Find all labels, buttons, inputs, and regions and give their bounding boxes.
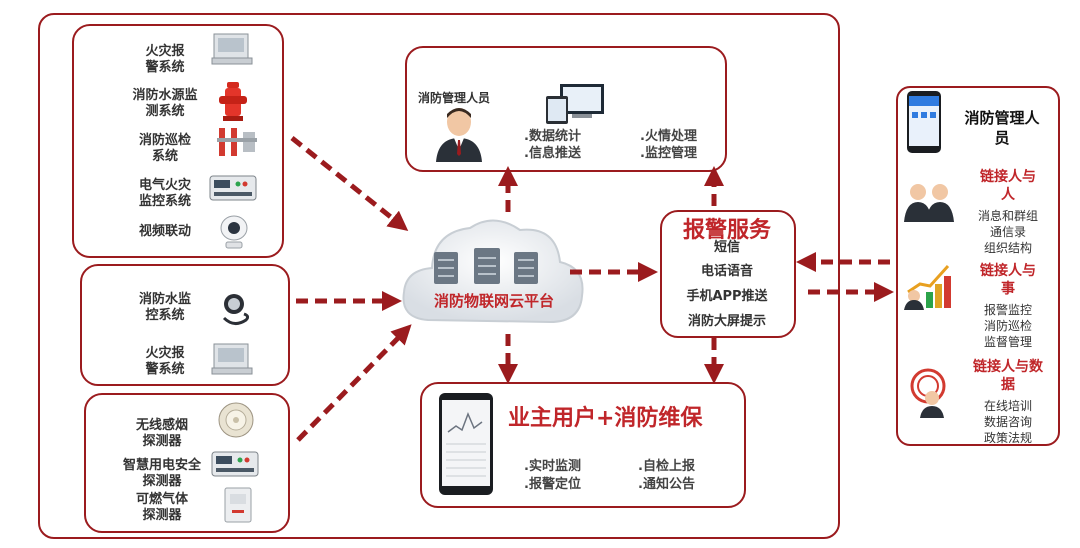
water-monitor-label: 消防水监 控系统 [138,292,191,323]
cloud-platform-label: 消防物联网云平台 [433,292,554,310]
fire-alarm-system-label: 火灾报 警系统 [145,44,185,75]
alarm-voice: 电话语音 [700,264,753,279]
gauge-icon [222,294,250,325]
alarm-service-panel [660,210,796,338]
controller-icon [209,175,257,201]
devices-icon [546,84,604,124]
phone-app-icon [439,393,493,495]
arrow-left-top-to-cloud [290,136,409,231]
smart-electric-label: 智慧用电安全 探测器 [122,458,201,489]
feature-monitor-mgmt: .监控管理 [640,146,697,161]
manager-avatar-icon [436,108,482,162]
link-events-line-2: 消防巡检 [983,319,1032,333]
alarm-sms: 短信 [713,240,740,255]
smoke-detector-label: 无线感烟 探测器 [135,418,188,449]
link-people-line-2: 通信录 [989,225,1026,239]
alarm-service-title: 报警服务 [682,218,771,243]
owner-locate: .报警定位 [524,477,581,492]
link-people-heading: 链接人与 人 [980,169,1036,203]
link-people-line-3: 组织结构 [983,241,1032,255]
gas-detector-icon [224,487,252,523]
management-title: 消防管理人员 [418,91,491,105]
alarm-app-push: 手机APP推送 [686,289,768,304]
fire-alarm-system-label-2: 火灾报 警系统 [145,346,185,377]
phone-icon [907,91,941,153]
hydrant-icon [219,82,247,121]
fire-patrol-label: 消防巡检 系统 [138,133,191,164]
data-person-icon [910,368,946,418]
monitor-icon-2 [211,343,253,375]
gas-detector-label: 可燃气体 探测器 [135,492,188,523]
right-title: 消防管理人 员 [964,109,1040,147]
smoke-detector-icon [218,402,254,438]
water-source-label: 消防水源监 测系统 [132,88,198,119]
controller-icon-2 [211,451,259,477]
video-link-label: 视频联动 [138,224,191,239]
pump-icon [217,128,257,156]
cloud-platform-shape [402,219,584,324]
feature-push: .信息推送 [524,146,581,161]
owner-selfcheck: .自检上报 [638,459,695,474]
feature-fire-handle: .火情处理 [640,129,697,144]
alarm-big-screen: 消防大屏提示 [687,314,766,329]
link-data-line-2: 数据咨询 [983,415,1032,429]
link-events-line-1: 报警监控 [983,303,1032,317]
growth-chart-icon [904,264,951,310]
camera-icon [220,215,248,249]
link-data-line-1: 在线培训 [983,399,1032,413]
link-events-heading: 链接人与 事 [980,263,1036,297]
electric-fire-label: 电气火灾 监控系统 [138,178,191,209]
link-data-line-3: 政策法规 [983,431,1032,445]
link-data-heading: 链接人与数 据 [973,359,1043,393]
people-icon [904,184,954,222]
arrow-left-bottom-to-cloud [296,324,412,442]
left-mid-panel [80,264,290,386]
link-people-line-1: 消息和群组 [977,209,1038,223]
owner-title: 业主用户+消防维保 [508,406,703,431]
owner-notice: .通知公告 [638,477,695,492]
feature-stats: .数据统计 [524,129,581,144]
owner-realtime: .实时监测 [524,459,581,474]
link-events-line-3: 监督管理 [983,335,1032,349]
monitor-icon [211,33,253,65]
